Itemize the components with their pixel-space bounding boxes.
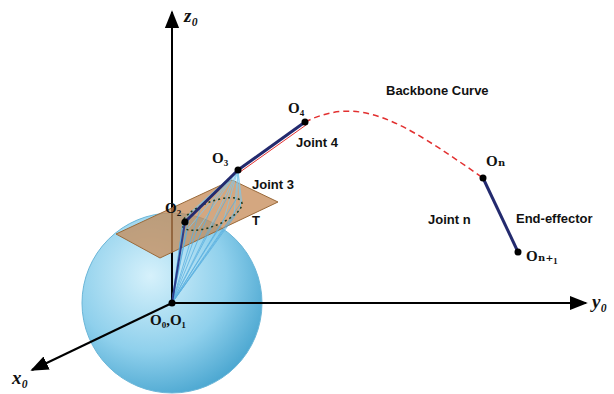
text-label: O₄ <box>288 100 304 117</box>
cable-line <box>172 202 242 303</box>
text-label: y₀ <box>592 292 607 313</box>
text-label: x₀ <box>12 368 28 389</box>
cable-line <box>172 213 190 303</box>
cable-line <box>238 170 241 208</box>
text-label: O₀,O₁ <box>150 312 186 329</box>
text-label: Joint 3 <box>252 178 294 192</box>
text-label: Joint 4 <box>296 136 338 150</box>
text-label: Oₙ₊₁ <box>526 248 558 265</box>
text-label: Oₙ <box>486 153 505 170</box>
end-link <box>483 178 518 252</box>
text-label: O₂ <box>165 200 181 217</box>
cable-line <box>197 170 238 230</box>
link-3 <box>238 122 305 170</box>
cable-line <box>172 206 201 303</box>
text-label: T <box>252 214 260 228</box>
text-label: End-effector <box>516 212 593 226</box>
cable-line <box>237 170 238 198</box>
text-label: O₃ <box>212 150 228 167</box>
cable-line <box>172 198 237 303</box>
link-1 <box>172 222 185 303</box>
text-label: Backbone Curve <box>386 84 489 98</box>
link-2 <box>185 170 238 222</box>
y-axis <box>172 302 586 304</box>
cable-ring <box>178 191 246 237</box>
text-label: Joint n <box>428 213 471 227</box>
cable-line <box>172 208 241 303</box>
cable-fan <box>172 170 242 303</box>
text-label: z₀ <box>184 6 198 27</box>
joint-dots <box>169 119 522 307</box>
z-axis <box>171 12 173 303</box>
